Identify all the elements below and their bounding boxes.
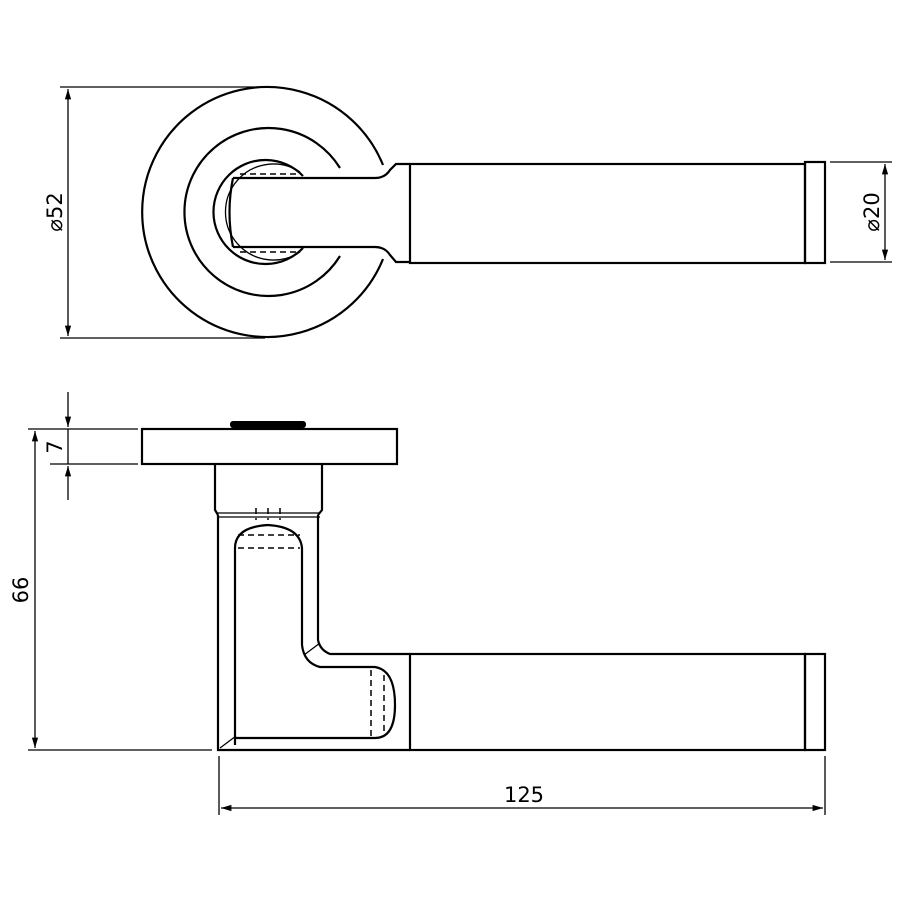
dimension-rose-diameter: ⌀52 — [43, 86, 265, 339]
rose-outer-circle — [141, 85, 385, 339]
rose-inner-circle — [183, 126, 341, 298]
dimension-lever-length: 125 — [218, 756, 826, 815]
top-view — [141, 85, 827, 339]
lever-body-outline — [216, 515, 410, 752]
lever-neck — [228, 162, 410, 264]
svg-text:125: 125 — [504, 783, 544, 807]
dimension-rose-thickness: 7 — [28, 392, 138, 500]
lever-grip-side — [408, 652, 807, 752]
lever-end-cap-top — [803, 160, 827, 265]
dimension-lever-diameter: ⌀20 — [830, 161, 892, 263]
svg-text:66: 66 — [9, 577, 33, 604]
svg-text:⌀52: ⌀52 — [43, 192, 67, 231]
lever-end-cap-side — [803, 652, 827, 752]
svg-text:7: 7 — [43, 440, 67, 453]
spindle-hole — [212, 158, 304, 266]
neck — [213, 464, 324, 516]
inner-recess — [233, 523, 397, 745]
thumbturn-button — [230, 421, 306, 428]
svg-text:⌀20: ⌀20 — [860, 192, 884, 231]
rose-plate — [140, 427, 399, 466]
side-view — [140, 421, 827, 752]
dimension-projection: 66 — [9, 431, 212, 751]
lever-grip-top — [408, 162, 807, 265]
